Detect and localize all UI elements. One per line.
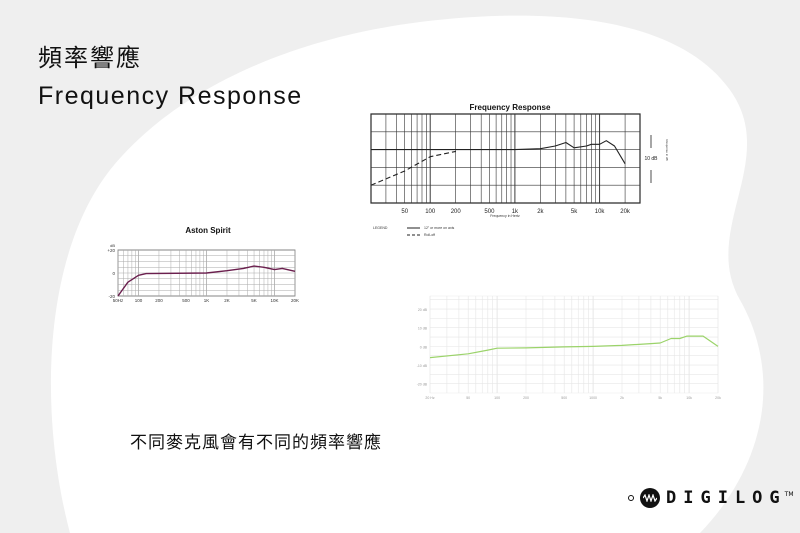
x-tick-label: 500 — [484, 209, 495, 215]
x-tick-label: 200 — [451, 209, 462, 215]
series-line — [117, 265, 296, 297]
x-tick-label: 50Hz — [113, 298, 124, 303]
x-tick-label: 2k — [620, 396, 624, 400]
x-tick-label: 10k — [686, 396, 692, 400]
x-tick-label: 200 — [155, 298, 163, 303]
x-tick-label: 100 — [425, 209, 436, 215]
title-chinese: 頻率響應 — [38, 44, 142, 72]
y-tick-label: 0 — [112, 271, 115, 276]
chart1-xlabel: Frequency in Hertz — [490, 214, 520, 218]
legend-entry: Roll-off — [424, 233, 435, 237]
y-tick-label: 20 dB — [418, 308, 428, 312]
x-tick-label: 200 — [523, 396, 529, 400]
y-tick-label: 10 dB — [418, 327, 428, 331]
x-tick-label: 1k — [512, 209, 519, 215]
x-tick-label: 50 — [466, 396, 470, 400]
chart1-scale-label: 10 dB — [644, 156, 658, 162]
series-line — [370, 150, 456, 186]
legend-title: LEGEND — [373, 226, 388, 230]
y-tick-label: 0 dB — [420, 345, 428, 349]
digilog-logo: DIGILOG TM — [628, 488, 800, 508]
x-tick-label: 1K — [204, 298, 210, 303]
y-tick-label: -10 dB — [417, 364, 428, 368]
x-tick-label: 20k — [715, 396, 721, 400]
x-tick-label: 500 — [561, 396, 567, 400]
series-line — [429, 335, 719, 359]
x-tick-label: 10k — [595, 209, 606, 215]
x-tick-label: 20 Hz — [425, 396, 434, 400]
series-line — [371, 140, 626, 165]
chart1-title: Frequency Response — [470, 103, 551, 112]
x-tick-label: 20k — [620, 209, 631, 215]
x-tick-label: 500 — [182, 298, 190, 303]
caption: 不同麥克風會有不同的頻率響應 — [130, 433, 382, 453]
x-tick-label: 100 — [494, 396, 500, 400]
plot-area — [429, 295, 719, 394]
x-tick-label: 50 — [401, 209, 408, 215]
chart2-ylabel: dB — [110, 243, 115, 248]
y-tick-label: -20 — [108, 294, 115, 299]
x-tick-label: 20K — [291, 298, 299, 303]
dot-icon — [628, 495, 634, 501]
x-tick-label: 2K — [224, 298, 230, 303]
x-tick-label: 5k — [571, 209, 578, 215]
title-english: Frequency Response — [38, 82, 303, 110]
chart2-title: Aston Spirit — [185, 226, 231, 235]
x-tick-label: 5K — [251, 298, 257, 303]
x-tick-label: 1000 — [589, 396, 597, 400]
x-tick-label: 10K — [271, 298, 279, 303]
chart1-ylabel: Response in dB — [665, 139, 669, 160]
x-tick-label: 5k — [658, 396, 662, 400]
x-tick-label: 100 — [135, 298, 143, 303]
legend-entry: 12" or more on axis — [424, 226, 454, 230]
waveform-icon — [640, 488, 660, 508]
logo-tm: TM — [784, 490, 794, 498]
logo-text: DIGILOG — [666, 488, 787, 508]
x-tick-label: 2k — [537, 209, 544, 215]
y-tick-label: -20 dB — [417, 383, 428, 387]
y-tick-label: +20 — [107, 248, 115, 253]
